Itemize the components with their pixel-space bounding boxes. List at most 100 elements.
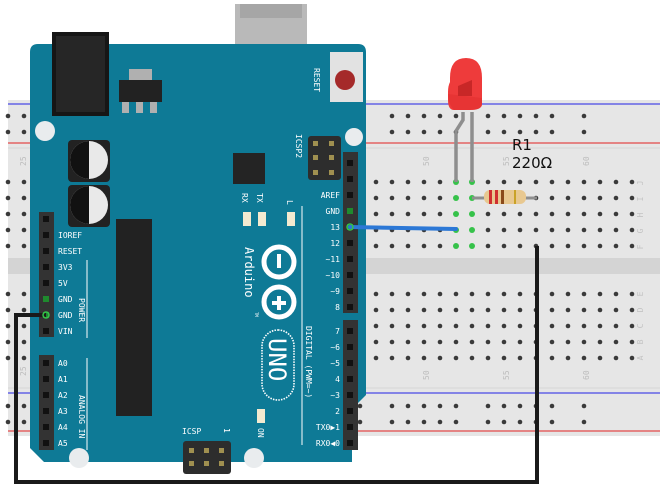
breadboard-hole[interactable] <box>565 323 571 329</box>
power-rail-hole[interactable] <box>453 113 459 119</box>
breadboard-hole[interactable] <box>533 211 539 217</box>
breadboard-hole[interactable] <box>405 291 411 297</box>
breadboard-hole[interactable] <box>597 323 603 329</box>
power-rail-hole[interactable] <box>21 419 27 425</box>
breadboard-hole[interactable] <box>373 339 379 345</box>
power-pin[interactable] <box>43 216 49 222</box>
power-rail-hole[interactable] <box>21 113 27 119</box>
power-rail-hole[interactable] <box>501 129 507 135</box>
power-rail-hole[interactable] <box>357 419 363 425</box>
breadboard-hole[interactable] <box>565 291 571 297</box>
breadboard-hole[interactable] <box>613 291 619 297</box>
power-rail-hole[interactable] <box>21 129 27 135</box>
breadboard-hole[interactable] <box>421 339 427 345</box>
breadboard-hole[interactable] <box>373 291 379 297</box>
breadboard-hole[interactable] <box>597 195 603 201</box>
power-rail-hole[interactable] <box>421 113 427 119</box>
power-rail-hole[interactable] <box>405 419 411 425</box>
digital-pin[interactable] <box>347 344 353 350</box>
breadboard-hole[interactable] <box>389 243 395 249</box>
analog-pin[interactable] <box>43 376 49 382</box>
digital-pin[interactable] <box>347 272 353 278</box>
breadboard-hole[interactable] <box>405 307 411 313</box>
breadboard-hole[interactable] <box>485 227 491 233</box>
breadboard-hole[interactable] <box>501 307 507 313</box>
breadboard-hole[interactable] <box>469 307 475 313</box>
breadboard-hole[interactable] <box>613 355 619 361</box>
breadboard-hole[interactable] <box>5 211 11 217</box>
power-rail-hole[interactable] <box>533 129 539 135</box>
digital-pin[interactable] <box>347 328 353 334</box>
breadboard-hole[interactable] <box>389 355 395 361</box>
breadboard-hole[interactable] <box>485 339 491 345</box>
breadboard-hole[interactable] <box>5 339 11 345</box>
breadboard-hole[interactable] <box>629 195 635 201</box>
breadboard-hole[interactable] <box>421 355 427 361</box>
power-rail-hole[interactable] <box>405 129 411 135</box>
breadboard-hole[interactable] <box>517 355 523 361</box>
breadboard-hole[interactable] <box>389 195 395 201</box>
power-pin[interactable] <box>43 248 49 254</box>
digital-pin[interactable] <box>347 376 353 382</box>
breadboard-hole[interactable] <box>5 291 11 297</box>
power-rail-hole[interactable] <box>389 419 395 425</box>
breadboard-hole[interactable] <box>405 179 411 185</box>
breadboard-hole[interactable] <box>629 355 635 361</box>
breadboard-hole[interactable] <box>629 307 635 313</box>
power-rail-hole[interactable] <box>5 403 11 409</box>
breadboard-hole[interactable] <box>485 179 491 185</box>
breadboard-hole[interactable] <box>421 243 427 249</box>
power-rail-hole[interactable] <box>389 403 395 409</box>
power-rail-hole[interactable] <box>517 419 523 425</box>
breadboard-hole[interactable] <box>21 227 27 233</box>
ground-wire[interactable] <box>14 246 539 484</box>
breadboard-hole[interactable] <box>597 243 603 249</box>
breadboard-hole[interactable] <box>485 355 491 361</box>
power-rail-hole[interactable] <box>581 113 587 119</box>
breadboard-hole[interactable] <box>421 323 427 329</box>
breadboard-hole[interactable] <box>549 355 555 361</box>
breadboard-hole[interactable] <box>453 291 459 297</box>
breadboard-hole[interactable] <box>597 339 603 345</box>
power-rail-hole[interactable] <box>453 419 459 425</box>
power-rail-hole[interactable] <box>485 113 491 119</box>
power-rail-hole[interactable] <box>501 403 507 409</box>
power-rail-hole[interactable] <box>453 403 459 409</box>
breadboard-hole-connected[interactable] <box>469 211 475 217</box>
breadboard-hole[interactable] <box>549 227 555 233</box>
reset-button[interactable] <box>335 70 355 90</box>
breadboard-hole[interactable] <box>21 307 27 313</box>
digital-pin[interactable] <box>347 360 353 366</box>
breadboard-hole[interactable] <box>597 179 603 185</box>
digital-pin[interactable] <box>347 192 353 198</box>
breadboard-hole[interactable] <box>565 179 571 185</box>
breadboard-hole[interactable] <box>373 307 379 313</box>
breadboard-hole[interactable] <box>373 195 379 201</box>
breadboard-hole[interactable] <box>21 355 27 361</box>
breadboard-hole[interactable] <box>405 195 411 201</box>
breadboard-hole[interactable] <box>565 227 571 233</box>
breadboard-hole[interactable] <box>405 355 411 361</box>
breadboard-hole[interactable] <box>613 243 619 249</box>
breadboard-hole[interactable] <box>549 243 555 249</box>
breadboard-hole[interactable] <box>373 323 379 329</box>
breadboard-hole[interactable] <box>373 211 379 217</box>
breadboard-hole[interactable] <box>485 243 491 249</box>
breadboard-hole[interactable] <box>581 243 587 249</box>
breadboard-hole[interactable] <box>629 179 635 185</box>
power-rail-hole[interactable] <box>437 419 443 425</box>
breadboard-hole[interactable] <box>565 211 571 217</box>
breadboard-hole[interactable] <box>549 291 555 297</box>
breadboard-hole[interactable] <box>469 323 475 329</box>
power-rail-hole[interactable] <box>21 403 27 409</box>
breadboard-hole-connected[interactable] <box>469 243 475 249</box>
breadboard-hole[interactable] <box>501 339 507 345</box>
breadboard-hole[interactable] <box>597 211 603 217</box>
power-rail-hole[interactable] <box>437 129 443 135</box>
breadboard-hole-connected[interactable] <box>453 195 459 201</box>
breadboard-hole[interactable] <box>517 211 523 217</box>
breadboard-hole[interactable] <box>501 323 507 329</box>
digital-pin[interactable] <box>347 240 353 246</box>
breadboard-hole[interactable] <box>437 291 443 297</box>
breadboard-hole[interactable] <box>533 227 539 233</box>
